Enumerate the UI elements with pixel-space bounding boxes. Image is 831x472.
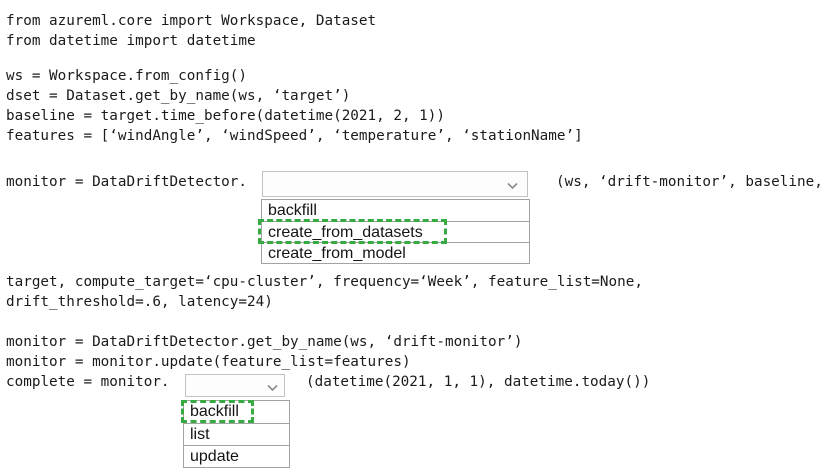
code-block-setup: ws = Workspace.from_config() dset = Data… xyxy=(6,66,583,146)
dropdown1-option-backfill[interactable]: backfill xyxy=(262,200,529,221)
code-line: target, compute_target=‘cpu-cluster’, fr… xyxy=(6,274,643,290)
code-block-update: monitor = DataDriftDetector.get_by_name(… xyxy=(6,332,522,372)
code-line: drift_threshold=.6, latency=24) xyxy=(6,294,273,310)
code-line: monitor = monitor.update(feature_list=fe… xyxy=(6,354,411,370)
dropdown2-option-list: backfill list update xyxy=(183,400,290,468)
dropdown1-option-create-from-datasets[interactable]: create_from_datasets xyxy=(262,221,529,242)
chevron-down-icon xyxy=(267,376,278,395)
code-line: from azureml.core import Workspace, Data… xyxy=(6,13,377,29)
method-dropdown-1-value xyxy=(263,174,269,191)
code-line: ws = Workspace.from_config() xyxy=(6,68,248,84)
code-line: monitor = DataDriftDetector.get_by_name(… xyxy=(6,334,523,350)
chevron-down-icon xyxy=(507,175,518,194)
method-dropdown-1[interactable] xyxy=(262,171,528,197)
code-line-complete-prefix: complete = monitor. xyxy=(6,374,170,390)
dropdown1-option-create-from-model[interactable]: create_from_model xyxy=(262,242,529,263)
code-line-complete-suffix: (datetime(2021, 1, 1), datetime.today()) xyxy=(306,374,651,390)
method-dropdown-2[interactable] xyxy=(185,374,285,397)
code-line: baseline = target.time_before(datetime(2… xyxy=(6,108,445,124)
dropdown2-option-backfill[interactable]: backfill xyxy=(184,401,289,423)
dropdown2-option-list[interactable]: list xyxy=(184,423,289,445)
code-line: features = [‘windAngle’, ‘windSpeed’, ‘t… xyxy=(6,128,583,144)
dropdown1-option-list: backfill create_from_datasets create_fro… xyxy=(261,199,530,264)
code-line-monitor-suffix: (ws, ‘drift-monitor’, baseline, xyxy=(556,174,823,190)
code-line-monitor-prefix: monitor = DataDriftDetector. xyxy=(6,174,248,190)
code-block-imports: from azureml.core import Workspace, Data… xyxy=(6,11,376,51)
code-block-args: target, compute_target=‘cpu-cluster’, fr… xyxy=(6,272,643,312)
dropdown2-option-update[interactable]: update xyxy=(184,445,289,467)
code-line: dset = Dataset.get_by_name(ws, ‘target’) xyxy=(6,88,351,104)
code-line: from datetime import datetime xyxy=(6,33,256,49)
method-dropdown-2-value xyxy=(186,377,192,394)
